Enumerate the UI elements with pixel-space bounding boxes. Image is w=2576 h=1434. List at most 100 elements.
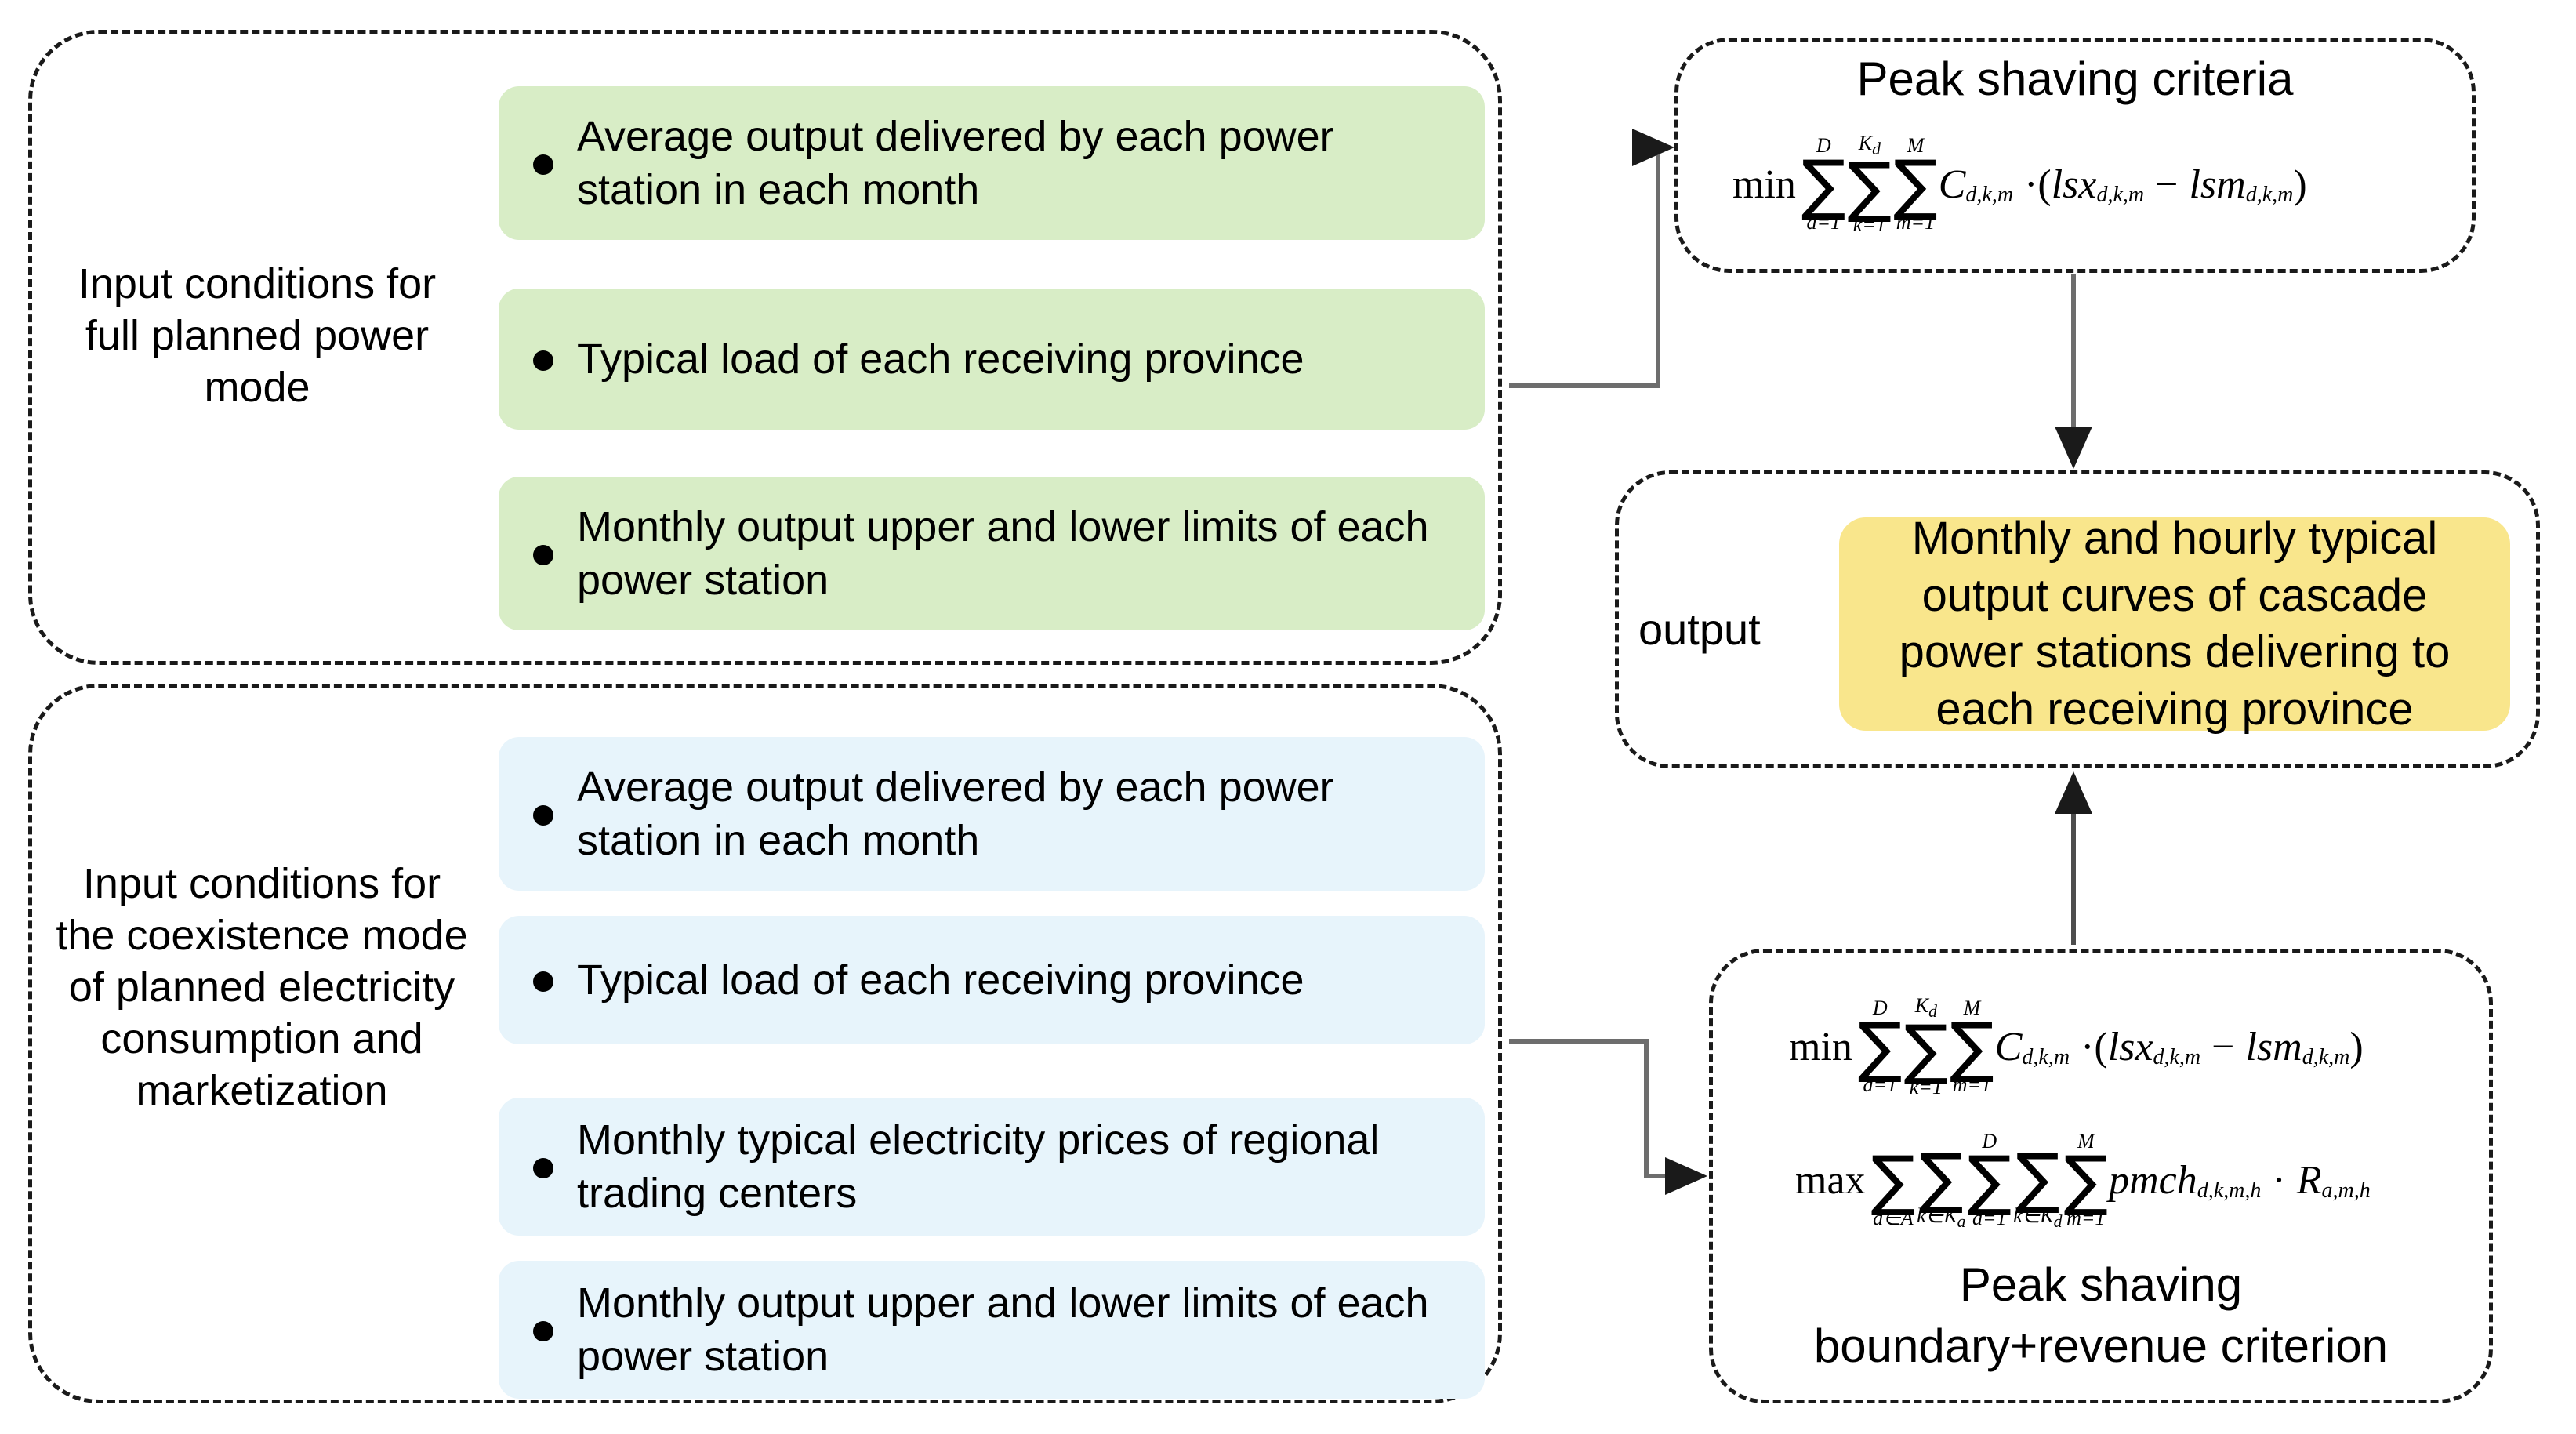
term-lsm: lsm: [2245, 1024, 2302, 1069]
left-paren: (: [2037, 162, 2052, 207]
input-card-green-3: Monthly output upper and lower limits of…: [499, 477, 1485, 630]
output-result-text: Monthly and hourly typical output curves…: [1899, 513, 2451, 735]
sigma-a: ∑ a∈A: [1871, 1131, 1916, 1229]
connector-coexistence-to-boundary: [1509, 1039, 1707, 1195]
term-C-subscript: d,k,m: [1965, 183, 2014, 208]
sigma-m-lower: m=1: [2066, 1207, 2106, 1230]
bullet-icon: [533, 1158, 553, 1178]
sigma-d: D ∑ d=1: [1968, 1131, 2012, 1229]
sigma-k-Kd: ∑ k∈Kd: [2013, 1129, 2062, 1231]
sigma-k-upper: Kd: [1914, 994, 1937, 1022]
term-C-subscript: d,k,m: [2022, 1045, 2070, 1070]
term-lsx-subscript: d,k,m: [2096, 183, 2145, 208]
input-card-blue-2-text: Typical load of each receiving province: [577, 956, 1304, 1004]
right-paren: ): [2293, 162, 2307, 207]
output-result-card: Monthly and hourly typical output curves…: [1839, 513, 2510, 735]
sigma-m-upper: M: [1907, 133, 1925, 157]
right-paren: ): [2349, 1024, 2364, 1069]
minus-operator: −: [2155, 162, 2179, 207]
sigma-d-lower: d=1: [1806, 211, 1841, 234]
sigma-icon: ∑: [1967, 1141, 2012, 1218]
input-card-blue-4: Monthly output upper and lower limits of…: [499, 1261, 1485, 1399]
term-R-subscript: a,m,h: [2321, 1178, 2371, 1203]
term-lsm-subscript: d,k,m: [2245, 183, 2294, 208]
sigma-icon: ∑: [1919, 1139, 1964, 1216]
boundary-box-formula-min: min D ∑ d=1 Kd ∑ k=1 M ∑ m=1 C d,k,m · (…: [1789, 996, 2364, 1098]
term-lsm: lsm: [2189, 162, 2246, 207]
peak-shaving-criteria-formula: min D ∑ d=1 Kd ∑ k=1 M ∑ m=1 C d,k,m · (…: [1732, 133, 2307, 235]
sigma-icon: ∑: [1893, 145, 1938, 223]
bullet-icon: [533, 1321, 553, 1341]
group-label-planned-mode: Input conditions for full planned power …: [78, 260, 437, 411]
bullet-icon: [533, 154, 553, 175]
input-card-green-2-text: Typical load of each receiving province: [577, 335, 1304, 383]
term-lsm-subscript: d,k,m: [2302, 1045, 2350, 1070]
sigma-d-upper: D: [1982, 1129, 1997, 1153]
output-label: output: [1638, 604, 1761, 654]
dot-operator: ·: [2024, 162, 2038, 207]
sigma-m-lower: m=1: [1952, 1073, 1992, 1097]
sigma-a-lower: a∈A: [1873, 1207, 1914, 1230]
input-card-green-1: Average output delivered by each power s…: [499, 86, 1485, 240]
sigma-k-lower: k=1: [1852, 213, 1886, 237]
sigma-k: Kd ∑ k=1: [1904, 996, 1949, 1098]
dot-operator: ·: [2081, 1024, 2095, 1069]
term-pmch-subscript: d,k,m,h: [2197, 1178, 2262, 1203]
sigma-m-upper: M: [2077, 1129, 2095, 1153]
sigma-d-upper: D: [1816, 133, 1831, 157]
sigma-m-upper: M: [1963, 996, 1981, 1019]
connector-planned-to-criteria: [1509, 129, 1674, 388]
term-lsx: lsx: [2051, 162, 2097, 207]
term-pmch: pmch: [2109, 1157, 2197, 1203]
sigma-k-upper: Kd: [1858, 132, 1881, 159]
sigma-d: D ∑ d=1: [1857, 996, 1903, 1097]
sigma-k-Kd-lower: k∈Kd: [2013, 1204, 2063, 1232]
peak-shaving-boundary-title-line1: Peak shaving: [1959, 1258, 2243, 1311]
sigma-k-lower: k=1: [1909, 1076, 1943, 1099]
peak-shaving-criteria-box: [1674, 38, 2476, 273]
formula-max-operator: max: [1795, 1157, 1866, 1203]
minus-operator: −: [2211, 1024, 2235, 1069]
input-card-green-3-text: Monthly output upper and lower limits of…: [577, 503, 1429, 604]
left-paren: (: [2094, 1024, 2108, 1069]
sigma-m: M ∑ m=1: [1950, 996, 1994, 1097]
bullet-icon: [533, 805, 553, 826]
term-lsx-subscript: d,k,m: [2153, 1045, 2201, 1070]
group-container-coexistence-mode: [28, 684, 1502, 1403]
peak-shaving-criteria-title: Peak shaving criteria: [1856, 53, 2294, 105]
formula-min-operator: min: [1789, 1024, 1852, 1069]
bullet-icon: [533, 971, 553, 992]
sigma-k-Ka-lower: k∈Ka: [1917, 1204, 1966, 1232]
peak-shaving-boundary-title-line2: boundary+revenue criterion: [1813, 1320, 2389, 1372]
bullet-icon: [533, 545, 553, 565]
term-R: R: [2296, 1157, 2322, 1203]
input-card-green-2: Typical load of each receiving province: [499, 289, 1485, 430]
input-card-blue-2: Typical load of each receiving province: [499, 916, 1485, 1044]
sigma-k-Ka: ∑ k∈Ka: [1917, 1129, 1965, 1231]
dot-operator: ·: [2272, 1157, 2286, 1203]
sigma-k: Kd ∑ k=1: [1848, 133, 1892, 235]
sigma-icon: ∑: [1950, 1007, 1994, 1085]
input-card-blue-3-text: Monthly typical electricity prices of re…: [577, 1116, 1380, 1217]
sigma-d-upper: D: [1872, 996, 1888, 1019]
sigma-m: M ∑ m=1: [2063, 1131, 2108, 1229]
bullet-icon: [533, 350, 553, 371]
term-C: C: [1938, 162, 1966, 207]
input-card-blue-4-text: Monthly output upper and lower limits of…: [577, 1279, 1429, 1380]
sigma-icon: ∑: [1870, 1141, 1916, 1218]
input-card-green-1-text: Average output delivered by each power s…: [577, 112, 1334, 213]
input-card-blue-1-text: Average output delivered by each power s…: [577, 763, 1334, 864]
sigma-icon: ∑: [2063, 1141, 2109, 1218]
boundary-box-formula-max: max ∑ a∈A ∑ k∈Ka D ∑ d=1 ∑ k∈Kd M ∑ m=1 …: [1795, 1129, 2371, 1231]
sigma-m: M ∑ m=1: [1893, 133, 1938, 233]
peak-shaving-boundary-box: [1709, 949, 2493, 1403]
sigma-icon: ∑: [1847, 147, 1892, 225]
sigma-icon: ∑: [1801, 145, 1846, 223]
sigma-icon: ∑: [1857, 1007, 1903, 1085]
sigma-icon: ∑: [1903, 1010, 1949, 1087]
sigma-d: D ∑ d=1: [1801, 133, 1846, 234]
sigma-d-lower: d=1: [1863, 1073, 1897, 1097]
term-lsx: lsx: [2107, 1024, 2153, 1069]
group-container-planned-mode: [28, 30, 1502, 665]
